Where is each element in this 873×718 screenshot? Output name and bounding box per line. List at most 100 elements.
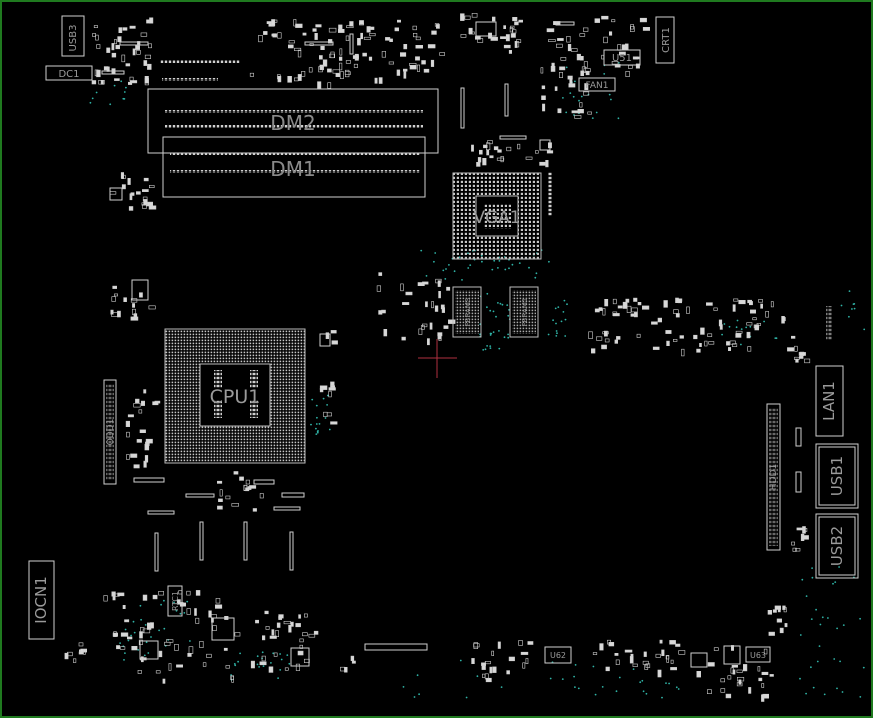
smd-pad	[652, 346, 660, 350]
smd-pad	[618, 51, 626, 56]
smd-pad	[176, 599, 181, 605]
smd-pad	[135, 45, 140, 50]
smd-pad	[368, 56, 373, 61]
via	[467, 267, 470, 269]
smd-pad	[705, 302, 713, 306]
via	[233, 663, 236, 665]
smd-pad	[132, 303, 135, 308]
smd-pad	[795, 548, 801, 552]
u63-chip[interactable]: U63	[745, 646, 771, 663]
vga1-chip[interactable]: VGA1	[452, 172, 542, 260]
u51-chip[interactable]: U51	[603, 49, 641, 66]
smd-pad	[525, 156, 533, 160]
via	[805, 692, 807, 695]
smd-pad	[686, 306, 690, 314]
smd-pad	[136, 49, 141, 55]
via	[433, 260, 435, 263]
smd-pad	[415, 44, 423, 49]
smd-pad	[637, 301, 642, 306]
odd1-connector[interactable]: ODD1	[103, 379, 117, 485]
dc1-connector[interactable]: DC1	[45, 65, 93, 81]
smd-pad	[612, 313, 620, 317]
smd-pad	[402, 68, 408, 72]
via	[91, 97, 94, 100]
via	[316, 430, 319, 433]
via	[601, 686, 604, 688]
smd-pad	[313, 630, 319, 635]
via	[461, 279, 463, 281]
via	[840, 304, 843, 307]
u51-label: U51	[612, 53, 632, 64]
lan1-connector[interactable]: LAN1	[815, 365, 844, 437]
via	[503, 336, 506, 339]
smd-pad	[758, 677, 763, 682]
smd-pad	[320, 45, 325, 51]
via	[499, 302, 502, 305]
smd-pad	[669, 640, 676, 645]
smd-pad	[617, 305, 623, 309]
cpu1-socket[interactable]: CPU1	[164, 328, 306, 464]
fan1-connector[interactable]: FAN1	[578, 77, 616, 92]
smd-pad	[212, 625, 217, 631]
via	[811, 576, 814, 579]
smd-pad	[117, 36, 122, 43]
smd-pad	[176, 664, 183, 668]
smd-pad	[643, 651, 647, 657]
smd-pad	[396, 69, 401, 76]
smd-pad	[274, 630, 280, 638]
via	[528, 266, 530, 269]
fbram1-chip[interactable]: FBRAM1	[509, 286, 539, 338]
smd-pad	[590, 348, 596, 354]
dc1-label: DC1	[58, 69, 79, 80]
usb2-connector[interactable]: USB2	[815, 513, 859, 579]
smd-pad	[328, 387, 336, 391]
iocn1-connector[interactable]: IOCN1	[28, 560, 55, 640]
smd-pad	[693, 334, 698, 340]
usb1-connector[interactable]: USB1	[815, 443, 859, 509]
smd-pad	[139, 631, 143, 639]
smd-pad	[317, 81, 322, 89]
smd-pad	[283, 620, 291, 625]
rtc1-label: RTC1	[171, 591, 180, 611]
smd-pad	[142, 628, 151, 634]
via	[562, 311, 565, 313]
via	[564, 335, 567, 337]
smd-pad	[558, 72, 563, 78]
via	[848, 315, 850, 318]
smd-pad	[713, 647, 719, 651]
smd-pad	[231, 503, 240, 507]
smd-pad	[791, 541, 796, 546]
via	[580, 95, 583, 98]
smd-pad	[369, 32, 376, 37]
dm1-memory-slot[interactable]: DM1	[162, 136, 426, 198]
via	[547, 333, 550, 336]
via	[851, 308, 853, 310]
smd-pad	[261, 655, 266, 662]
smd-pad	[144, 443, 150, 451]
smd-pad	[271, 629, 275, 636]
smd-pad	[115, 44, 121, 50]
via	[139, 604, 142, 607]
via	[493, 259, 496, 262]
usb1-label: USB1	[828, 456, 846, 496]
rtc1-battery[interactable]: RTC1	[167, 585, 183, 617]
via	[150, 636, 152, 638]
via	[815, 608, 817, 611]
smd-pad	[546, 28, 555, 33]
via	[574, 686, 576, 688]
smd-pad	[742, 664, 748, 672]
smd-pad	[64, 652, 69, 660]
smd-pad	[560, 57, 567, 61]
via	[186, 600, 189, 603]
smd-pad	[611, 60, 619, 65]
u62-chip[interactable]: U62	[544, 646, 572, 664]
smd-pad	[298, 614, 301, 619]
via	[445, 268, 447, 270]
usb3-connector[interactable]: USB3	[61, 15, 85, 57]
via	[507, 333, 509, 336]
crt1-connector[interactable]: CRT1	[655, 16, 675, 64]
hdd1-connector[interactable]: HDD1	[766, 403, 781, 551]
fbram3-chip[interactable]: FBRAM3	[452, 286, 482, 338]
fbram1-label: FBRAM1	[521, 298, 529, 327]
